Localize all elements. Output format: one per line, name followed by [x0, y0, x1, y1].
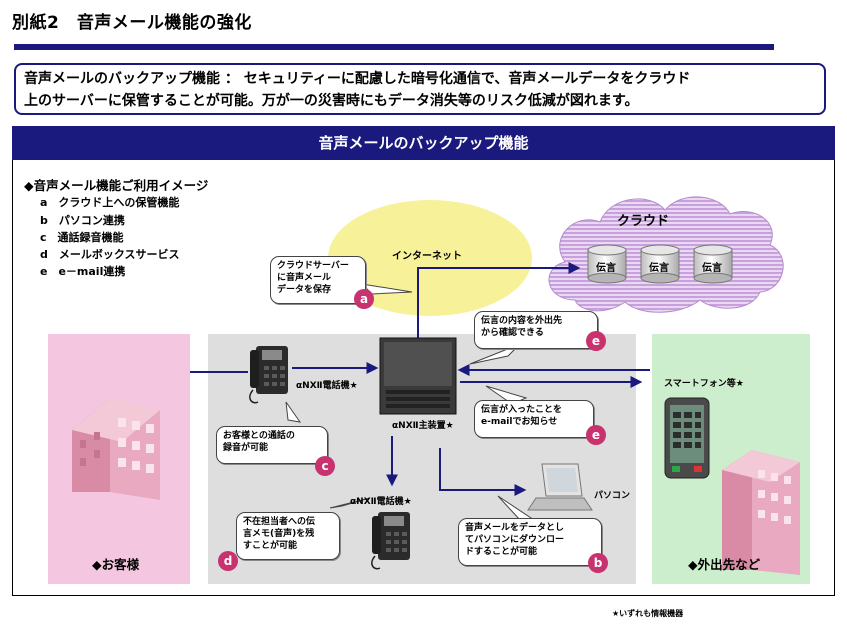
title-divider	[14, 44, 774, 50]
callout-a: クラウドサーバー に音声メール データを保存	[270, 256, 366, 304]
legend-item-d: d メールボックスサービス	[40, 248, 180, 261]
callout-e1: 伝言の内容を外出先 から確認できる	[474, 311, 598, 349]
cloud-cylinder-3	[693, 244, 733, 284]
callout-e2-line-1: 伝言が入ったことを	[481, 405, 563, 415]
callout-e1-pointer	[469, 343, 521, 365]
badge-a: a	[354, 289, 374, 309]
summary-box: 音声メールのバックアップ機能 ： セキュリティーに配慮した暗号化通信で、音声メー…	[14, 63, 826, 115]
diagram-header: 音声メールのバックアップ機能	[12, 126, 835, 160]
cloud-cylinder-3-label: 伝言	[702, 263, 722, 274]
smartphone-label: スマートフォン等★	[664, 379, 744, 389]
callout-b-pointer	[497, 495, 536, 521]
page-title: 別紙2 音声メール機能の強化	[12, 13, 252, 33]
smartphone-icon	[664, 397, 710, 479]
legend-item-b: b パソコン連携	[40, 214, 125, 227]
phone-bottom-label: αNXⅡ電話機★	[350, 497, 412, 507]
legend-item-e: e e－mail連携	[40, 265, 126, 278]
laptop-icon	[527, 463, 593, 511]
callout-c-pointer	[285, 401, 302, 423]
customer-building-icon	[72, 398, 160, 500]
callout-e1-line-2: から確認できる	[481, 328, 544, 338]
cloud-cylinder-1-label: 伝言	[596, 263, 616, 274]
callout-b: 音声メールをデータとし てパソコンにダウンロー ドすることが可能	[458, 518, 602, 566]
cloud-cylinder-2-label: 伝言	[649, 263, 669, 274]
phone-top-icon	[249, 346, 288, 404]
badge-d: d	[218, 551, 238, 571]
phone-top-label: αNXⅡ電話機★	[296, 381, 358, 391]
cloud-label: クラウド	[617, 214, 670, 229]
badge-e1: e	[586, 331, 606, 351]
footnote: ★いずれも情報機器	[612, 609, 684, 618]
badge-b: b	[588, 553, 608, 573]
callout-a-line-1: クラウドサーバー	[277, 261, 349, 271]
badge-e2: e	[586, 425, 606, 445]
callout-a-line-2: に音声メール	[277, 273, 332, 283]
pc-label: パソコン	[594, 491, 631, 501]
destination-building-icon	[722, 450, 800, 575]
main-to-cloud-arrow	[417, 262, 581, 338]
legend-item-a: a クラウド上への保管機能	[40, 196, 180, 209]
summary-line-1: 音声メールのバックアップ機能 ： セキュリティーに配慮した暗号化通信で、音声メー…	[24, 71, 691, 87]
callout-c-line-2: 録音が可能	[223, 443, 269, 453]
customer-label: ◆お客様	[92, 557, 140, 572]
callout-d-pointer	[329, 497, 371, 509]
callout-b-line-3: ドすることが可能	[465, 547, 538, 557]
callout-d-line-3: すことが可能	[243, 541, 298, 551]
main-to-pc-arrow	[439, 448, 527, 496]
legend-title: ◆音声メール機能ご利用イメージ	[24, 178, 209, 193]
callout-d-line-1: 不在担当者への伝	[243, 517, 316, 527]
cloud-cylinder-2	[640, 244, 680, 284]
callout-e1-line-1: 伝言の内容を外出先	[481, 316, 563, 326]
callout-c-line-1: お客様との通話の	[223, 431, 295, 441]
callout-a-line-3: データを保存	[277, 285, 332, 295]
callout-d: 不在担当者への伝 言メモ(音声)を残 すことが可能	[236, 512, 340, 560]
main-unit-icon	[379, 337, 457, 415]
callout-e2-line-2: e-mailでお知らせ	[481, 417, 558, 427]
legend-item-c: c 通話録音機能	[40, 231, 124, 244]
destination-label: ◆外出先など	[688, 557, 761, 572]
callout-c: お客様との通話の 録音が可能	[216, 426, 328, 464]
callout-e2: 伝言が入ったことを e-mailでお知らせ	[474, 400, 594, 438]
cloud-cylinder-1	[587, 244, 627, 284]
callout-d-line-2: 言メモ(音声)を残	[243, 529, 315, 539]
badge-c: c	[315, 456, 335, 476]
callout-b-line-2: てパソコンにダウンロー	[465, 535, 565, 545]
main-unit-label: αNXⅡ主装置★	[392, 421, 454, 431]
internet-label: インターネット	[392, 251, 462, 262]
summary-line-2: 上のサーバーに保管することが可能。万が一の災害時にもデータ消失等のリスク低減が図…	[24, 93, 639, 109]
phone-bottom-icon	[371, 512, 410, 570]
callout-b-line-1: 音声メールをデータとし	[465, 523, 565, 533]
